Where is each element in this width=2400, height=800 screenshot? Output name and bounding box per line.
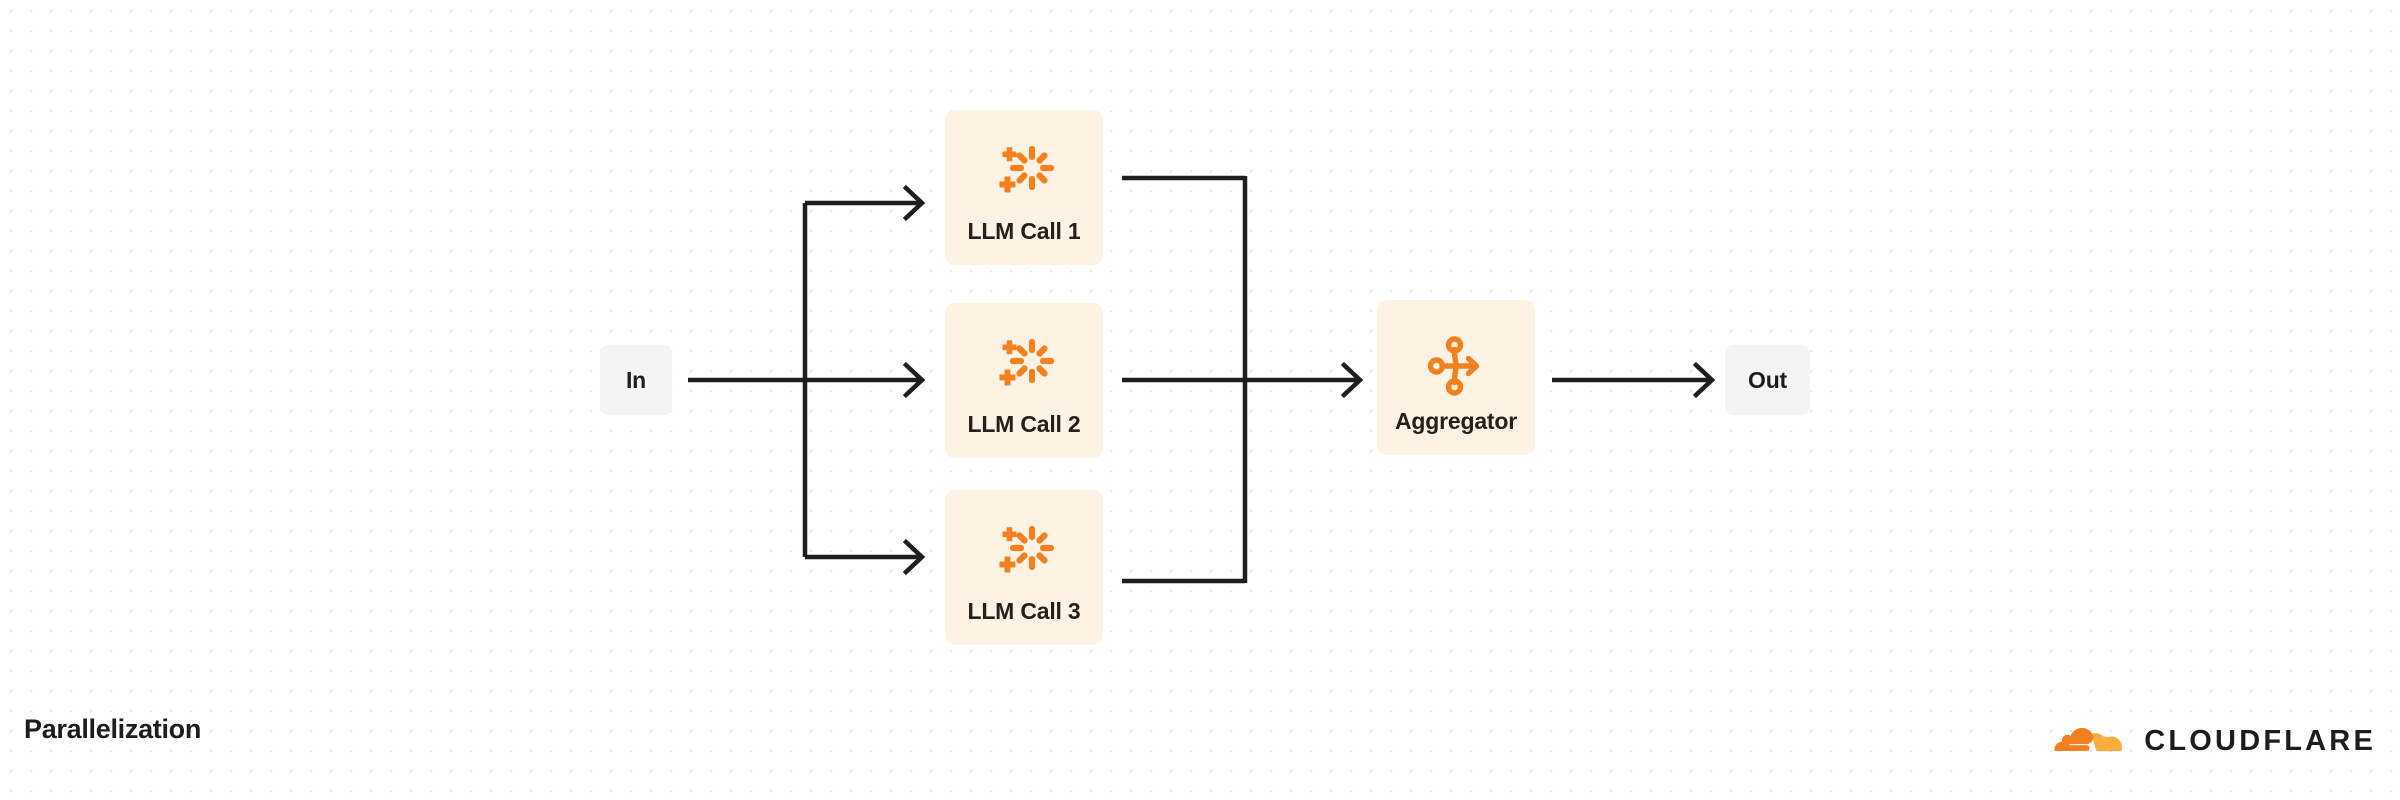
arrowhead-out bbox=[1692, 361, 1716, 399]
ai-sparkle-icon bbox=[988, 516, 1060, 588]
diagram-title: Parallelization bbox=[24, 714, 202, 744]
cloudflare-cloud-icon bbox=[2020, 716, 2130, 767]
aggregator-merge-icon bbox=[1420, 330, 1492, 402]
node-llm-call-3-label: LLM Call 3 bbox=[967, 598, 1081, 624]
arrowhead-llm3 bbox=[902, 538, 926, 576]
ai-sparkle-icon bbox=[988, 136, 1060, 208]
node-llm-call-1-label: LLM Call 1 bbox=[967, 218, 1081, 244]
node-llm-call-2-label: LLM Call 2 bbox=[967, 411, 1081, 437]
node-in[interactable]: In bbox=[600, 345, 672, 415]
node-aggregator-label: Aggregator bbox=[1395, 408, 1517, 434]
node-in-label: In bbox=[625, 366, 647, 393]
arrowhead-llm2 bbox=[902, 361, 926, 399]
node-llm-call-1[interactable]: LLM Call 1 bbox=[945, 110, 1103, 265]
cloudflare-wordmark: CLOUDFLARE bbox=[2144, 725, 2376, 757]
ai-sparkle-icon bbox=[988, 329, 1060, 401]
arrowhead-llm1 bbox=[902, 184, 926, 222]
node-aggregator[interactable]: Aggregator bbox=[1377, 300, 1535, 455]
node-llm-call-3[interactable]: LLM Call 3 bbox=[945, 490, 1103, 645]
node-llm-call-2[interactable]: LLM Call 2 bbox=[945, 303, 1103, 458]
node-out[interactable]: Out bbox=[1725, 345, 1810, 415]
node-out-label: Out bbox=[1748, 366, 1787, 393]
arrowhead-aggregator bbox=[1340, 361, 1364, 399]
brand-lockup: CLOUDFLARE bbox=[2020, 716, 2376, 767]
